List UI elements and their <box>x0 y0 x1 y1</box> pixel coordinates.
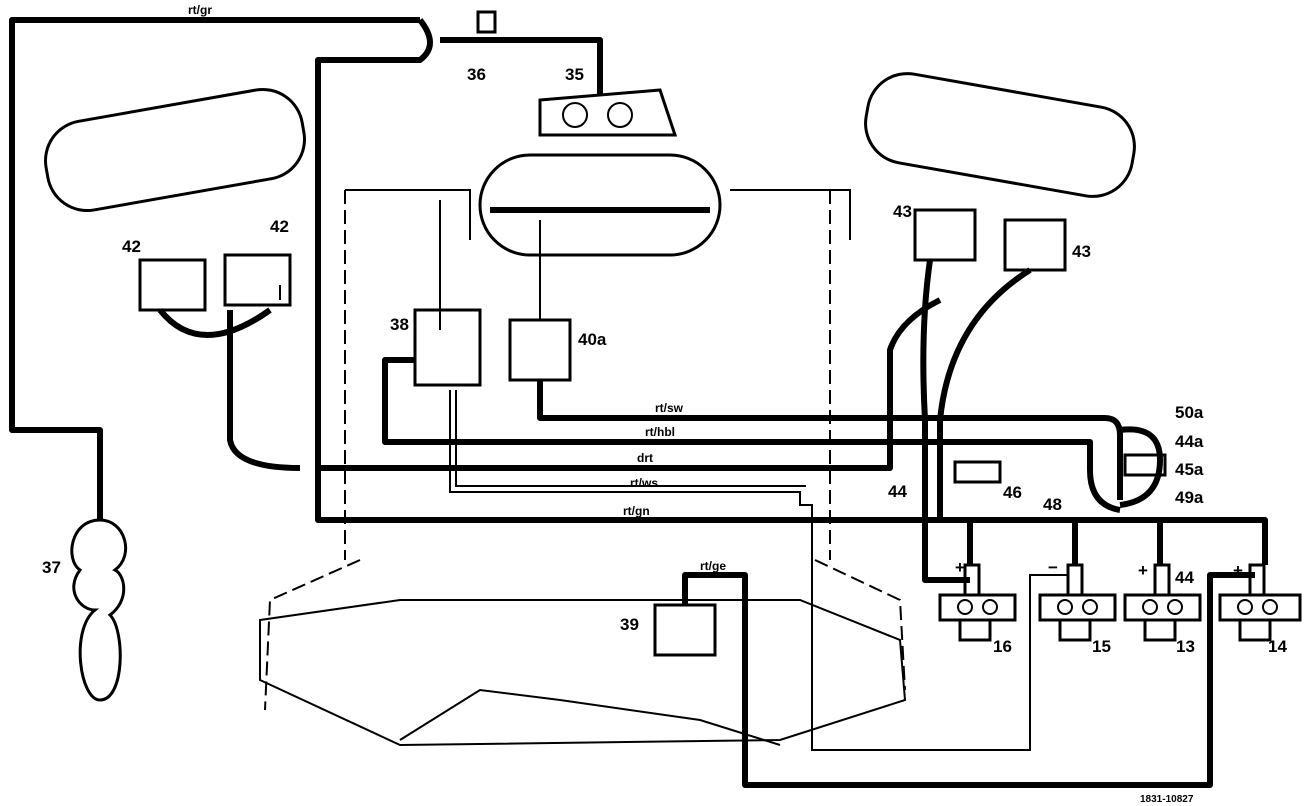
label-48: 48 <box>1043 495 1062 514</box>
line-rt-ws <box>449 390 1068 751</box>
linkages <box>279 200 541 330</box>
label-50a: 50a <box>1175 403 1204 422</box>
label-36: 36 <box>467 65 486 84</box>
chassis-outline <box>259 190 907 747</box>
label-46: 46 <box>1003 483 1022 502</box>
label-35: 35 <box>565 65 584 84</box>
label-42-left: 42 <box>122 237 141 256</box>
label-40a: 40a <box>578 330 607 349</box>
label-15: 15 <box>1092 637 1111 656</box>
label-42-right: 42 <box>270 217 289 236</box>
label-37: 37 <box>42 558 61 577</box>
label-39: 39 <box>620 615 639 634</box>
right-vent <box>864 72 1136 198</box>
wire-label-rt-gr: rt/gr <box>188 3 212 17</box>
label-13: 13 <box>1176 637 1195 656</box>
actuators <box>138 10 1167 657</box>
wire-label-rt-ge: rt/ge <box>700 559 726 573</box>
plus-13: + <box>1138 561 1148 580</box>
label-49a: 49a <box>1175 488 1204 507</box>
air-distribution-housing <box>345 88 851 257</box>
minus-15: − <box>1048 558 1058 577</box>
line-rt-gr <box>9 17 420 520</box>
line-rt-sw <box>537 380 1123 500</box>
label-44: 44 <box>888 482 907 501</box>
label-44a: 44a <box>1175 432 1204 451</box>
left-vent <box>43 87 307 213</box>
vacuum-lines <box>9 17 1268 788</box>
label-43-left: 43 <box>893 202 912 221</box>
label-45a: 45a <box>1175 460 1204 479</box>
label-43-right: 43 <box>1072 242 1091 261</box>
label-14: 14 <box>1268 637 1287 656</box>
wire-label-drt: drt <box>637 451 653 465</box>
vacuum-reservoir <box>70 518 128 702</box>
wire-label-rt-sw: rt/sw <box>655 401 684 415</box>
switchover-valves <box>938 563 1302 642</box>
label-16: 16 <box>993 637 1012 656</box>
line-rt-hbl <box>382 357 1121 513</box>
figure-number: 1831-10827 <box>1140 794 1194 805</box>
line-rt-ge <box>682 572 1255 788</box>
line-drt <box>318 297 942 471</box>
plus-14: + <box>1233 561 1243 580</box>
label-44-lower: 44 <box>1175 568 1194 587</box>
wire-label-rt-hbl: rt/hbl <box>645 425 675 439</box>
wire-label-rt-gn: rt/gn <box>623 504 650 518</box>
wire-label-rt-ws: rt/ws <box>630 476 658 490</box>
label-38: 38 <box>390 315 409 334</box>
plus-16: + <box>955 558 965 577</box>
